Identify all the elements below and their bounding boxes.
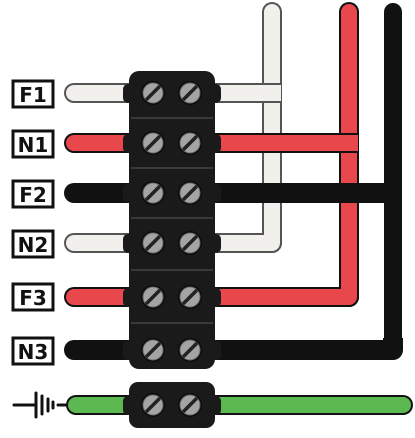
ground-terminal-ear <box>123 396 221 415</box>
label-f1: F1 <box>11 79 55 109</box>
screw-icon <box>141 181 165 205</box>
screw-icon <box>178 231 202 255</box>
terminal-block <box>123 71 221 428</box>
label-n2: N2 <box>11 229 55 259</box>
ground-symbol-icon <box>12 391 68 419</box>
screw-icon <box>141 231 165 255</box>
screw-icon <box>178 285 202 309</box>
screw-icon <box>141 131 165 155</box>
screw-icon <box>141 285 165 309</box>
f3-output-wire <box>205 284 357 305</box>
label-f3: F3 <box>11 282 55 312</box>
screw-icon <box>141 338 165 362</box>
screw-icon <box>178 393 202 417</box>
screw-icon <box>178 338 202 362</box>
screw-icon <box>178 131 202 155</box>
screw-icon <box>178 181 202 205</box>
label-f1-text: F1 <box>19 83 47 107</box>
terminal-block-body <box>129 71 215 369</box>
riser-wires <box>262 2 402 359</box>
output-wires <box>195 83 413 415</box>
screw-icon <box>141 81 165 105</box>
label-n2-text: N2 <box>18 233 49 257</box>
label-n3: N3 <box>11 336 55 366</box>
label-n1: N1 <box>11 129 55 159</box>
screw-icon <box>178 81 202 105</box>
screw-icon <box>141 393 165 417</box>
module-separators <box>131 117 213 324</box>
n2-output-wire <box>205 230 280 251</box>
screw-group <box>141 81 202 417</box>
label-n3-text: N3 <box>18 340 49 364</box>
terminal-labels: F1 N1 F2 N2 F3 N3 <box>11 79 55 366</box>
n3-output-wire <box>205 338 403 360</box>
label-f3-text: F3 <box>19 286 47 310</box>
label-n1-text: N1 <box>18 133 49 157</box>
label-f2: F2 <box>11 179 55 209</box>
label-f2-text: F2 <box>19 183 47 207</box>
